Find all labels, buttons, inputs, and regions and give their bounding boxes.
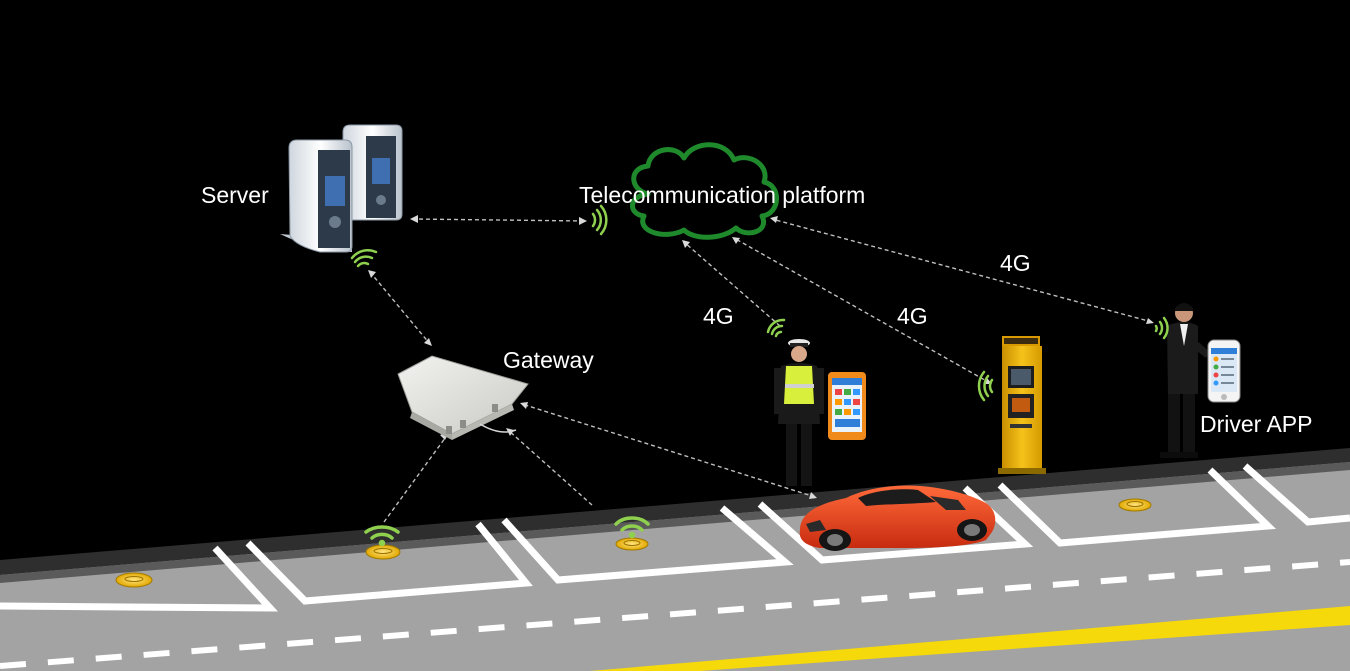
tablet-icon <box>828 372 866 440</box>
parking-bay-line <box>501 505 794 584</box>
wifi-icon <box>350 249 378 268</box>
link-car-gateway <box>521 403 816 498</box>
arrowhead <box>770 216 778 223</box>
server-icon <box>280 124 403 253</box>
arrowhead <box>682 240 690 248</box>
wifi-icon <box>614 516 650 539</box>
link-officer-cloud <box>683 241 781 327</box>
car-icon <box>799 485 996 551</box>
parking-bay-line <box>757 485 1034 564</box>
wifi-symbols <box>350 204 1169 547</box>
link-driver-cloud <box>771 218 1153 323</box>
connections <box>369 218 1153 523</box>
link-server-gateway <box>369 271 431 345</box>
arrowhead <box>410 215 418 223</box>
parking-sensor-icon <box>365 544 401 560</box>
parking-sensors <box>115 498 1152 588</box>
arrowhead <box>579 217 587 225</box>
center-dashed-line <box>0 559 1350 669</box>
smartphone-icon <box>1207 339 1241 403</box>
wifi-icon <box>1154 316 1169 340</box>
gateway-label: Gateway <box>503 347 594 373</box>
parking-sensor-icon <box>115 572 153 588</box>
parking-bay-line <box>1242 463 1350 526</box>
road <box>0 448 1350 671</box>
link-terminal-cloud <box>733 237 991 384</box>
arrowhead <box>368 270 376 278</box>
parking-bays <box>0 463 1350 612</box>
parking-bay-line <box>245 521 533 605</box>
server-label: Server <box>201 182 269 208</box>
parking-bay-line <box>0 545 279 612</box>
wifi-icon <box>364 525 400 547</box>
parking-sensor-icon <box>615 537 649 551</box>
wifi-icon <box>766 318 786 338</box>
wifi-icon <box>591 204 608 236</box>
arrowhead <box>809 492 817 499</box>
cloud-icon <box>630 142 779 240</box>
arrowhead <box>1146 318 1154 324</box>
link-server-telecom <box>411 218 586 222</box>
telecom-platform-label: Telecommunication platform <box>579 182 866 208</box>
parking-sensor-icon <box>1118 498 1152 512</box>
parking-bay-line <box>997 467 1276 547</box>
link-label-4g: 4G <box>1000 250 1031 276</box>
wifi-icon <box>977 370 994 402</box>
payment-terminal-icon <box>998 336 1046 474</box>
driver-app-label: Driver APP <box>1200 411 1313 437</box>
road-surface <box>0 462 1350 671</box>
gateway-icon <box>397 355 529 440</box>
traffic-officer-icon <box>774 339 824 486</box>
arrowhead <box>520 402 528 409</box>
arrowhead <box>732 237 740 244</box>
yellow-edge-line <box>590 606 1350 671</box>
link-label-4g: 4G <box>703 303 734 329</box>
arrowhead <box>424 338 432 346</box>
link-sensor-gateway <box>383 433 449 523</box>
link-label-4g: 4G <box>897 303 928 329</box>
link-sensor2-gateway <box>507 429 593 506</box>
driver-person-icon <box>1160 303 1210 458</box>
